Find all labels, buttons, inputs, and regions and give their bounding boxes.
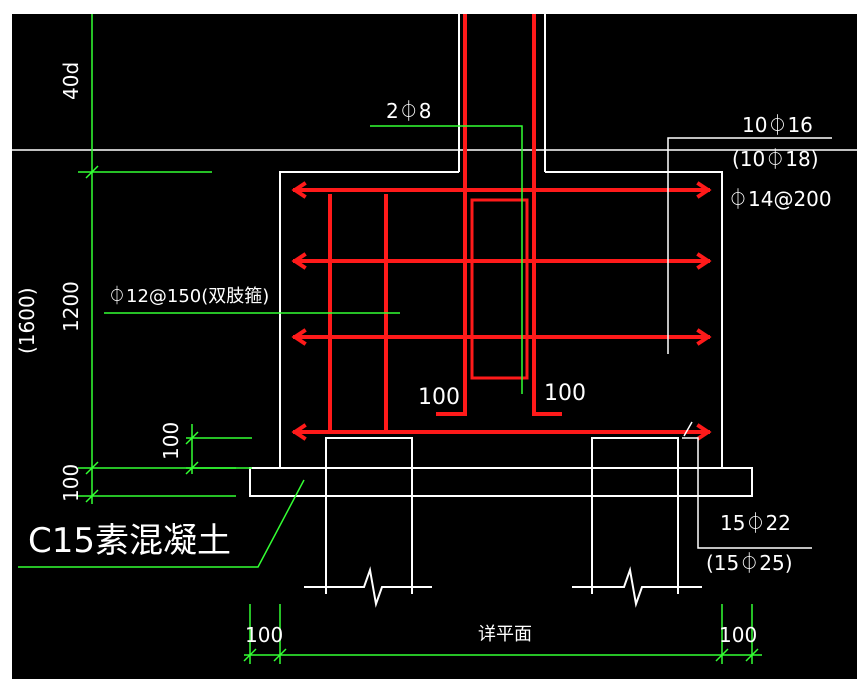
bar-ticks [683, 421, 693, 437]
cushion-dim-label-b: 100 [59, 464, 83, 502]
leader-lines [667, 137, 832, 549]
foundation-beam-section: 40d (1600) 1200 100 100 2⏀8 10⏀16 (10⏀18… [12, 14, 857, 664]
column-bars-label: 2⏀8 [386, 99, 431, 123]
hook-right-label: 100 [544, 381, 586, 406]
dimension-lines [18, 14, 762, 664]
anchorage-label: 40d [59, 62, 83, 100]
top-bars-label: 10⏀16 [742, 113, 813, 137]
top-bars-alt-label: (10⏀18) [732, 147, 819, 171]
height-total-label: (1600) [15, 287, 39, 354]
side-bars-label: ⏀14@200 [728, 187, 832, 211]
concrete-outline [249, 14, 753, 608]
height-main-label: 1200 [59, 281, 83, 332]
cad-canvas: 40d (1600) 1200 100 100 2⏀8 10⏀16 (10⏀18… [12, 14, 857, 679]
bottom-bars-label: 15⏀22 [720, 511, 791, 535]
plan-reference-label: 详平面 [478, 624, 532, 645]
hook-left-label: 100 [418, 385, 460, 410]
rebar-cage [291, 14, 712, 441]
bottom-bars-alt-label: (15⏀25) [706, 551, 793, 575]
stirrups-label: ⏀12@150(双肢箍) [108, 285, 269, 307]
offset-right-label: 100 [719, 623, 757, 647]
offset-left-label: 100 [245, 623, 283, 647]
cushion-material-label: C15素混凝土 [28, 521, 231, 561]
cushion-dim-label-a: 100 [159, 422, 183, 460]
